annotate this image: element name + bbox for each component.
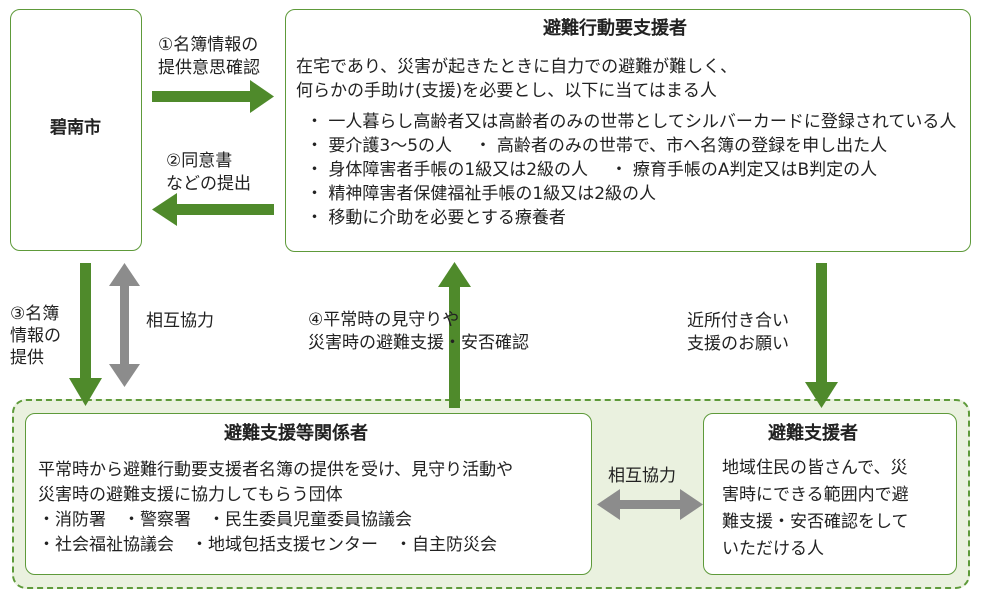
step1-label-line: 提供意思確認 bbox=[158, 58, 260, 78]
mutual-label-vertical: 相互協力 bbox=[146, 311, 214, 331]
step4-label-line: 災害時の避難支援・安否確認 bbox=[308, 333, 529, 353]
step3-label-line: 提供 bbox=[10, 348, 44, 368]
step1-label-line: ①名簿情報の bbox=[158, 35, 259, 55]
supporter-box bbox=[703, 413, 957, 575]
step3-label-line: 情報の bbox=[10, 326, 61, 346]
step2-label-line: などの提出 bbox=[166, 174, 251, 194]
step4-label: ④平常時の見守りや 災害時の避難支援・安否確認 bbox=[308, 309, 529, 355]
target-criteria-list: ・ 一人暮らし高齢者又は高齢者のみの世帯としてシルバーカードに登録されている人 … bbox=[306, 110, 956, 230]
related-desc-line: 災害時の避難支援に協力してもらう団体 bbox=[38, 485, 343, 505]
arrow-step3-down bbox=[69, 263, 102, 406]
criteria-item: ・ 精神障害者保健福祉手帳の1級又は2級の人 bbox=[306, 184, 657, 204]
arrow-step1-right bbox=[152, 80, 274, 113]
target-box bbox=[285, 9, 971, 252]
arrow-request-down bbox=[805, 263, 838, 408]
step3-label-line: ③名簿 bbox=[10, 304, 60, 324]
related-org-item: ・消防署 ・警察署 ・民生委員児童委員協議会 bbox=[38, 510, 412, 530]
request-label-line: 近所付き合い bbox=[687, 311, 789, 331]
request-label-line: 支援のお願い bbox=[687, 334, 789, 354]
supporter-title: 避難支援者 bbox=[768, 423, 858, 444]
step3-label: ③名簿 情報の 提供 bbox=[10, 303, 61, 369]
mutual-label-horizontal: 相互協力 bbox=[608, 466, 676, 486]
target-desc-line: 何らかの手助け(支援)を必要とし、以下に当てはまる人 bbox=[296, 81, 717, 101]
step4-label-line: ④平常時の見守りや bbox=[308, 310, 460, 330]
criteria-item: ・ 一人暮らし高齢者又は高齢者のみの世帯としてシルバーカードに登録されている人 bbox=[306, 112, 957, 132]
related-box bbox=[25, 413, 592, 575]
step1-label: ①名簿情報の 提供意思確認 bbox=[158, 34, 260, 80]
supporter-desc-line: いただける人 bbox=[722, 539, 824, 559]
target-title: 避難行動要支援者 bbox=[543, 18, 687, 39]
criteria-item: ・ 身体障害者手帳の1級又は2級の人 ・ 療育手帳のA判定又はB判定の人 bbox=[306, 160, 878, 180]
arrow-mutual-vertical bbox=[109, 263, 140, 387]
supporter-desc-line: 難支援・安否確認をして bbox=[722, 512, 909, 532]
target-description: 在宅であり、災害が起きたときに自力での避難が難しく、 何らかの手助け(支援)を必… bbox=[296, 55, 737, 103]
criteria-item: ・ 要介護3～5の人 ・ 高齢者のみの世帯で、市へ名簿の登録を申し出た人 bbox=[306, 136, 888, 156]
related-title: 避難支援等関係者 bbox=[224, 423, 368, 444]
supporter-desc-line: 害時にできる範囲内で避 bbox=[722, 485, 909, 505]
step2-label: ②同意書 などの提出 bbox=[166, 150, 251, 196]
target-desc-line: 在宅であり、災害が起きたときに自力での避難が難しく、 bbox=[296, 57, 738, 77]
supporter-desc-line: 地域住民の皆さんで、災 bbox=[722, 458, 908, 478]
step2-label-line: ②同意書 bbox=[166, 151, 233, 171]
request-label: 近所付き合い 支援のお願い bbox=[687, 310, 789, 356]
city-name: 碧南市 bbox=[50, 118, 101, 138]
supporter-description: 地域住民の皆さんで、災 害時にできる範囲内で避 難支援・安否確認をして いただけ… bbox=[722, 455, 909, 563]
arrow-step4-up bbox=[438, 262, 471, 408]
related-org-item: ・社会福祉協議会 ・地域包括支援センター ・自主防災会 bbox=[38, 535, 497, 555]
arrow-step2-left bbox=[152, 193, 274, 226]
criteria-item: ・ 移動に介助を必要とする療養者 bbox=[306, 208, 566, 228]
related-description: 平常時から避難行動要支援者名簿の提供を受け、見守り活動や 災害時の避難支援に協力… bbox=[38, 458, 513, 558]
city-box bbox=[10, 9, 142, 251]
arrow-mutual-horizontal bbox=[597, 489, 703, 520]
related-desc-line: 平常時から避難行動要支援者名簿の提供を受け、見守り活動や bbox=[38, 460, 514, 480]
